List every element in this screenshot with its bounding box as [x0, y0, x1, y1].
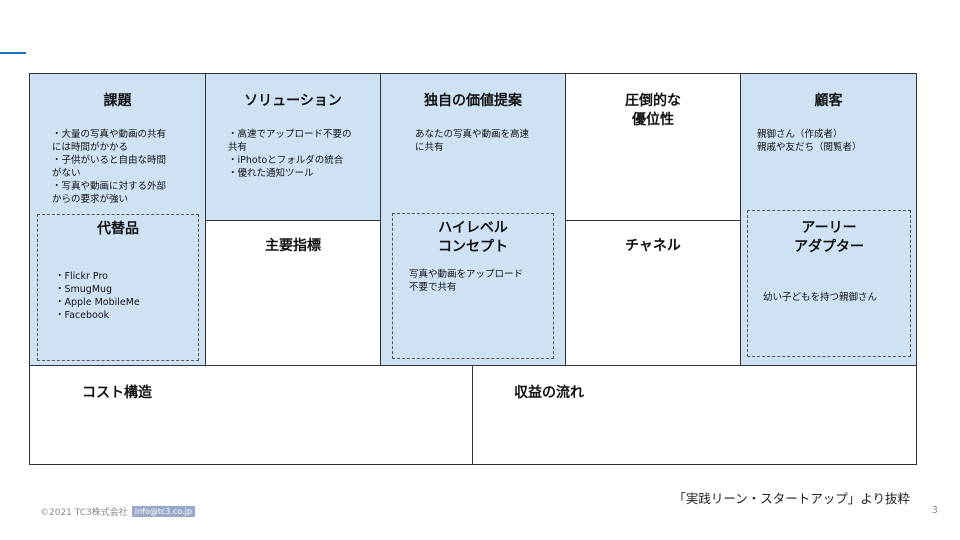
revenue-streams-title: 収益の流れ: [514, 385, 584, 401]
early-adopters-box: アーリー アダプター 幼い子どもを持つ親御さん: [747, 210, 911, 357]
channels-cell: チャネル: [566, 221, 741, 365]
solution-body: ・高速でアップロード不要の 共有 ・iPhotoとフォルダの統合 ・優れた通知ツ…: [228, 129, 352, 179]
cost-structure-cell: コスト構造: [30, 365, 473, 464]
lean-canvas: 課題 ・大量の写真や動画の共有 には時間がかかる ・子供がいると自由な時間 がな…: [29, 73, 917, 465]
high-level-concept-title: ハイレベル コンセプト: [438, 220, 508, 255]
problem-title: 課題: [103, 93, 132, 109]
problem-cell: 課題 ・大量の写真や動画の共有 には時間がかかる ・子供がいると自由な時間 がな…: [30, 74, 206, 365]
uvp-cell: 独自の価値提案 あなたの写真や動画を高速 に共有 ハイレベル コンセプト 写真や…: [381, 74, 566, 365]
cost-structure-title: コスト構造: [82, 385, 152, 401]
problem-body: ・大量の写真や動画の共有 には時間がかかる ・子供がいると自由な時間 がない ・…: [52, 129, 167, 205]
unfair-advantage-title: 圧倒的な 優位性: [625, 93, 681, 128]
high-level-concept-box: ハイレベル コンセプト 写真や動画をアップロード 不要で共有: [392, 213, 554, 359]
uvp-title: 独自の価値提案: [424, 93, 522, 109]
customer-segments-body: 親御さん（作成者） 親戚や友だち（閲覧者）: [757, 129, 862, 153]
key-metrics-cell: 主要指標: [206, 221, 381, 365]
customer-segments-cell: 顧客 親御さん（作成者） 親戚や友だち（閲覧者） アーリー アダプター 幼い子ど…: [741, 74, 916, 365]
customer-segments-title: 顧客: [814, 93, 843, 109]
alternatives-title: 代替品: [97, 221, 139, 237]
channels-title: チャネル: [625, 238, 681, 254]
page-number: 3: [931, 505, 938, 516]
early-adopters-title: アーリー アダプター: [794, 220, 864, 255]
key-metrics-title: 主要指標: [265, 238, 321, 254]
uvp-body: あなたの写真や動画を高速 に共有: [415, 129, 530, 153]
email-badge: info@tc3.co.jp: [131, 506, 195, 517]
solution-title: ソリューション: [244, 93, 342, 109]
unfair-advantage-cell: 圧倒的な 優位性: [566, 74, 741, 221]
solution-cell: ソリューション ・高速でアップロード不要の 共有 ・iPhotoとフォルダの統合…: [206, 74, 381, 221]
source-note: 「実践リーン・スタートアップ」より抜粋: [673, 491, 910, 506]
title-accent-line: [0, 52, 26, 54]
early-adopters-body: 幼い子どもを持つ親御さん: [763, 292, 878, 303]
high-level-concept-body: 写真や動画をアップロード 不要で共有: [409, 269, 524, 293]
revenue-streams-cell: 収益の流れ: [473, 365, 916, 464]
alternatives-box: 代替品 ・Flickr Pro ・SmugMug ・Apple MobileMe…: [37, 214, 199, 361]
copyright-text: ©2021 TC3株式会社: [40, 508, 128, 518]
alternatives-body: ・Flickr Pro ・SmugMug ・Apple MobileMe ・Fa…: [55, 271, 140, 321]
footer: ©2021 TC3株式会社 info@tc3.co.jp: [40, 505, 195, 518]
